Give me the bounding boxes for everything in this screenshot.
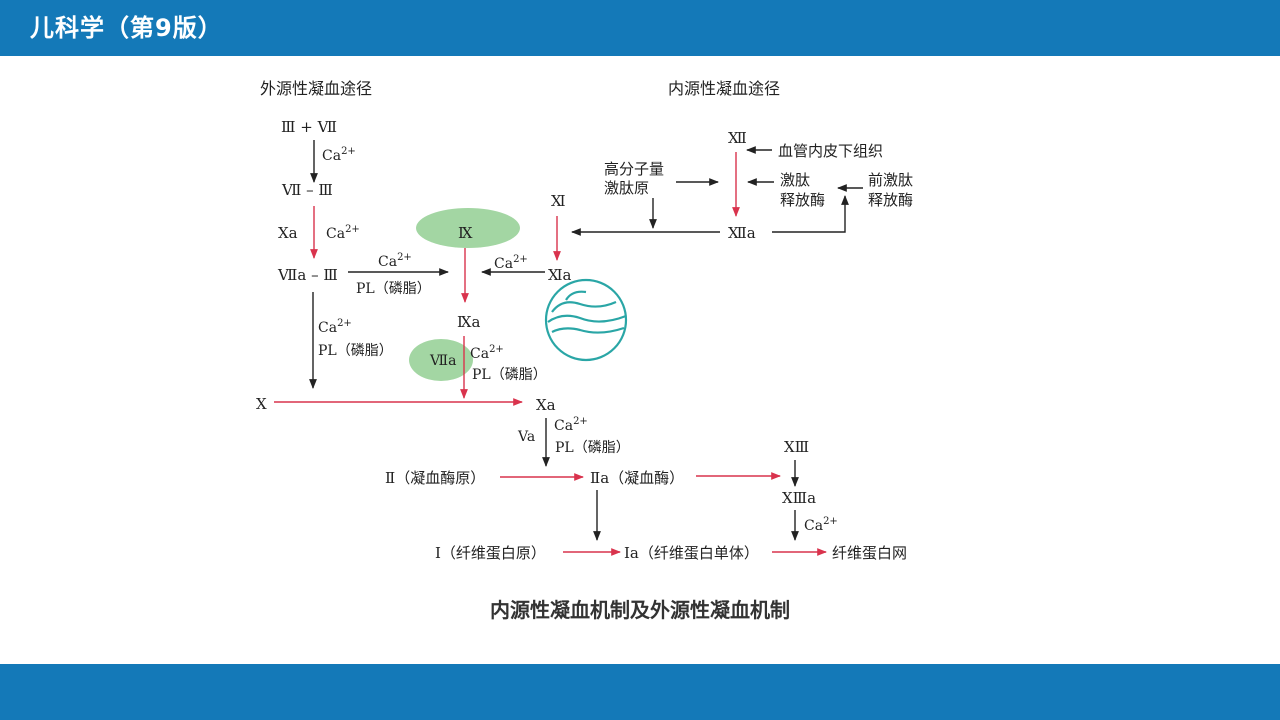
factor-ix: Ⅸ [458, 224, 473, 242]
ca2-label-d: Ca2+ [470, 344, 504, 362]
factor-iia-thrombin: Ⅱa（凝血酶） [590, 469, 684, 487]
viia-iii-complex: Ⅶa – Ⅲ [277, 266, 338, 284]
book-title: 儿科学（第9版） [30, 14, 223, 42]
factor-viia-oval: Ⅶa [429, 353, 456, 369]
ca2-label-c: Ca2+ [318, 318, 352, 336]
ca2-label-f: Ca2+ [804, 516, 838, 534]
factor-xi: Ⅺ [551, 192, 566, 210]
ca2-label-e: Ca2+ [554, 416, 588, 434]
factor-xia: Ⅺa [548, 266, 572, 284]
arrow-xiia-feedback-to-kallikrein [772, 195, 849, 233]
factor-iii-plus-vii: Ⅲ + Ⅶ [281, 118, 337, 136]
pl-label-d: PL（磷脂） [472, 367, 547, 383]
kallikrein-label-line1: 激肽 [780, 171, 810, 189]
prekallikrein-label-line2: 释放酶 [868, 191, 913, 209]
header-bar: 儿科学（第9版） [0, 0, 1280, 56]
pl-label-c: PL（磷脂） [318, 343, 393, 359]
factor-xa: Xa [536, 396, 556, 414]
vii-iii-complex: Ⅶ – Ⅲ [281, 181, 333, 199]
factor-i-fibrinogen: Ⅰ（纤维蛋白原） [435, 544, 546, 562]
ca2-label-xia: Ca2+ [494, 254, 528, 272]
xa-label-left: Xa [278, 224, 298, 242]
va-label: Va [517, 429, 535, 445]
ca2-label-b: Ca2+ [378, 252, 412, 270]
pl-label-e: PL（磷脂） [555, 440, 630, 456]
footer-bar [0, 664, 1280, 720]
ix-highlight-oval [416, 208, 520, 248]
factor-xii: Ⅻ [728, 129, 747, 147]
watermark-logo [544, 278, 628, 362]
viia-highlight-oval [409, 339, 473, 381]
subendothelium-label: 血管内皮下组织 [778, 142, 883, 160]
factor-x: X [256, 395, 267, 413]
pl-label-b: PL（磷脂） [356, 281, 431, 297]
ca2-label-ext1: Ca2+ [322, 146, 356, 164]
factor-ii-prothrombin: Ⅱ（凝血酶原） [385, 469, 485, 487]
prekallikrein-label-line1: 前激肽 [868, 171, 913, 189]
hmwk-label-line1: 高分子量 [604, 160, 664, 178]
kallikrein-label-line2: 释放酶 [780, 191, 825, 209]
factor-ia-fibrin-monomer: Ia（纤维蛋白单体） [624, 544, 759, 562]
factor-ixa: Ⅸa [457, 313, 480, 331]
factor-xiia: Ⅻa [728, 224, 756, 242]
intrinsic-pathway-label: 内源性凝血途径 [668, 79, 780, 98]
figure-caption: 内源性凝血机制及外源性凝血机制 [490, 598, 790, 622]
ca2-label-ext2: Ca2+ [326, 224, 360, 242]
extrinsic-pathway-label: 外源性凝血途径 [260, 79, 372, 98]
factor-xiii: ⅩⅢ [784, 438, 809, 456]
fibrin-mesh: 纤维蛋白网 [832, 544, 907, 562]
hmwk-label-line2: 激肽原 [604, 179, 649, 197]
factor-xiiia: ⅩⅢa [782, 489, 816, 507]
